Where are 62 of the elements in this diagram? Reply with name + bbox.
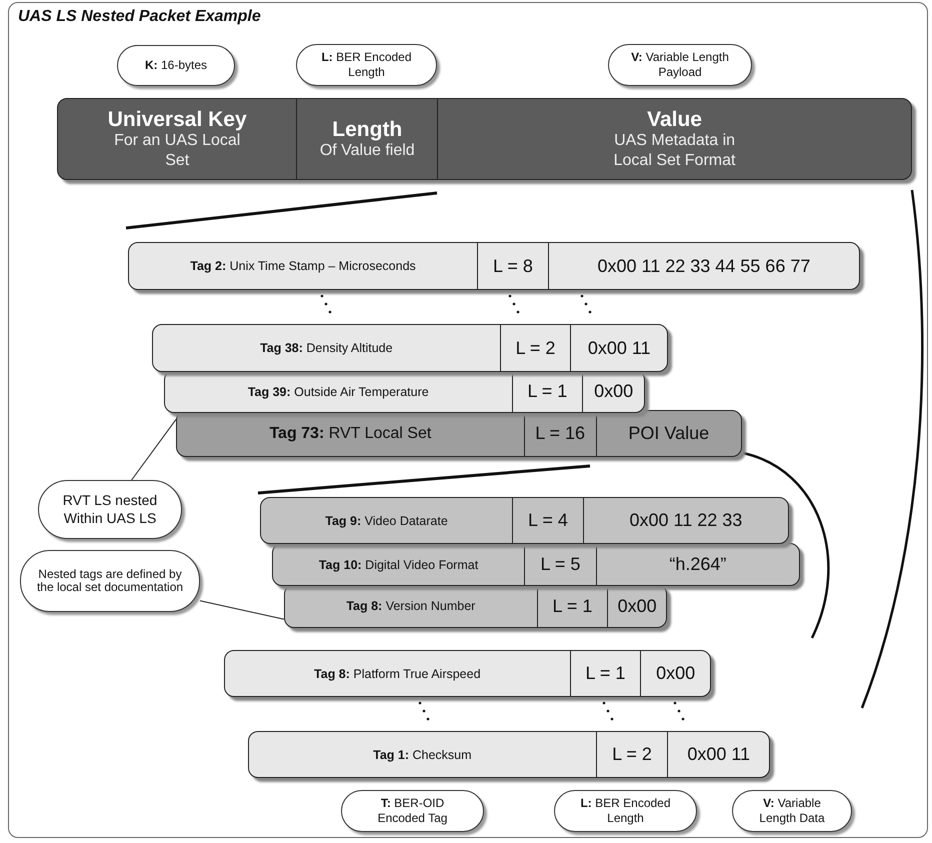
- field-description: Of Value field: [320, 140, 415, 160]
- klv-packet-bar: [57, 98, 912, 180]
- callout-bubble: [38, 480, 182, 539]
- length-value: L = 2: [612, 744, 652, 765]
- tag-row: [164, 370, 645, 413]
- field-bubble: [732, 790, 852, 832]
- callout-text: Nested tags are defined by the local set documentation: [36, 568, 184, 594]
- length-value: L = 16: [535, 423, 586, 444]
- field-bubble: [554, 790, 697, 832]
- field-heading: Length: [332, 118, 402, 141]
- tag-name: Tag 8: Platform True Airspeed: [314, 666, 481, 680]
- length-value: L = 8: [493, 256, 533, 276]
- length-value: L = 1: [527, 381, 568, 402]
- field-label: V: Variable Length Data: [758, 796, 826, 826]
- tag-value: “h.264”: [669, 554, 726, 575]
- tag-value: 0x00: [618, 596, 657, 616]
- tag-name: Tag 39: Outside Air Temperature: [248, 384, 429, 398]
- tag-name: Tag 10: Digital Video Format: [318, 558, 478, 572]
- length-value: L = 1: [552, 596, 592, 616]
- callout-text: RVT LS nested Within UAS LS: [62, 492, 158, 527]
- field-label: T: BER-OID Encoded Tag: [376, 796, 448, 826]
- tag-row: [128, 242, 860, 290]
- field-heading: Universal Key: [108, 108, 247, 132]
- tag-row: [152, 324, 668, 372]
- tag-row: [176, 410, 742, 457]
- callout-bubble: [20, 550, 200, 612]
- tag-value: POI Value: [628, 423, 710, 444]
- tag-value: 0x00 11 22 33: [630, 510, 742, 531]
- tag-name: Tag 38: Density Altitude: [260, 341, 393, 355]
- diagram-title: UAS LS Nested Packet Example: [18, 8, 261, 26]
- tag-row: [284, 584, 667, 628]
- tag-value: 0x00 11: [588, 338, 651, 358]
- tag-name: Tag 8: Version Number: [346, 599, 476, 613]
- tag-value: 0x00: [594, 381, 634, 402]
- tag-value: 0x00 11 22 33 44 55 66 77: [598, 256, 810, 276]
- field-label: K: 16-bytes: [144, 58, 208, 73]
- field-heading: Value: [647, 108, 702, 132]
- tag-name: Tag 1: Checksum: [373, 748, 472, 762]
- length-value: L = 5: [540, 554, 580, 575]
- tag-name: Tag 73: RVT Local Set: [269, 424, 432, 442]
- field-label: L: BER Encoded Length: [320, 50, 413, 80]
- tag-value: 0x00: [656, 663, 696, 684]
- tag-name: Tag 2: Unix Time Stamp – Microseconds: [190, 259, 416, 273]
- tag-value: 0x00 11: [687, 744, 750, 765]
- tag-name: Tag 9: Video Datarate: [325, 514, 448, 528]
- field-description: For an UAS Local Set: [113, 131, 242, 170]
- field-bubble: [296, 44, 437, 86]
- leader-line: [131, 418, 176, 480]
- tag-row: [260, 497, 789, 544]
- field-label: L: BER Encoded Length: [579, 796, 672, 826]
- field-bubble: [341, 790, 484, 832]
- length-value: L = 2: [516, 338, 556, 358]
- length-value: L = 4: [528, 510, 568, 531]
- length-value: L = 1: [586, 663, 626, 684]
- tag-row: [272, 543, 800, 586]
- field-bubble: [117, 45, 235, 86]
- leader-line: [200, 600, 284, 620]
- tag-row: [248, 731, 770, 778]
- field-bubble: [608, 44, 752, 86]
- field-label: V: Variable Length Payload: [630, 50, 730, 80]
- tag-row: [224, 650, 711, 697]
- field-description: UAS Metadata in Local Set Format: [612, 131, 736, 170]
